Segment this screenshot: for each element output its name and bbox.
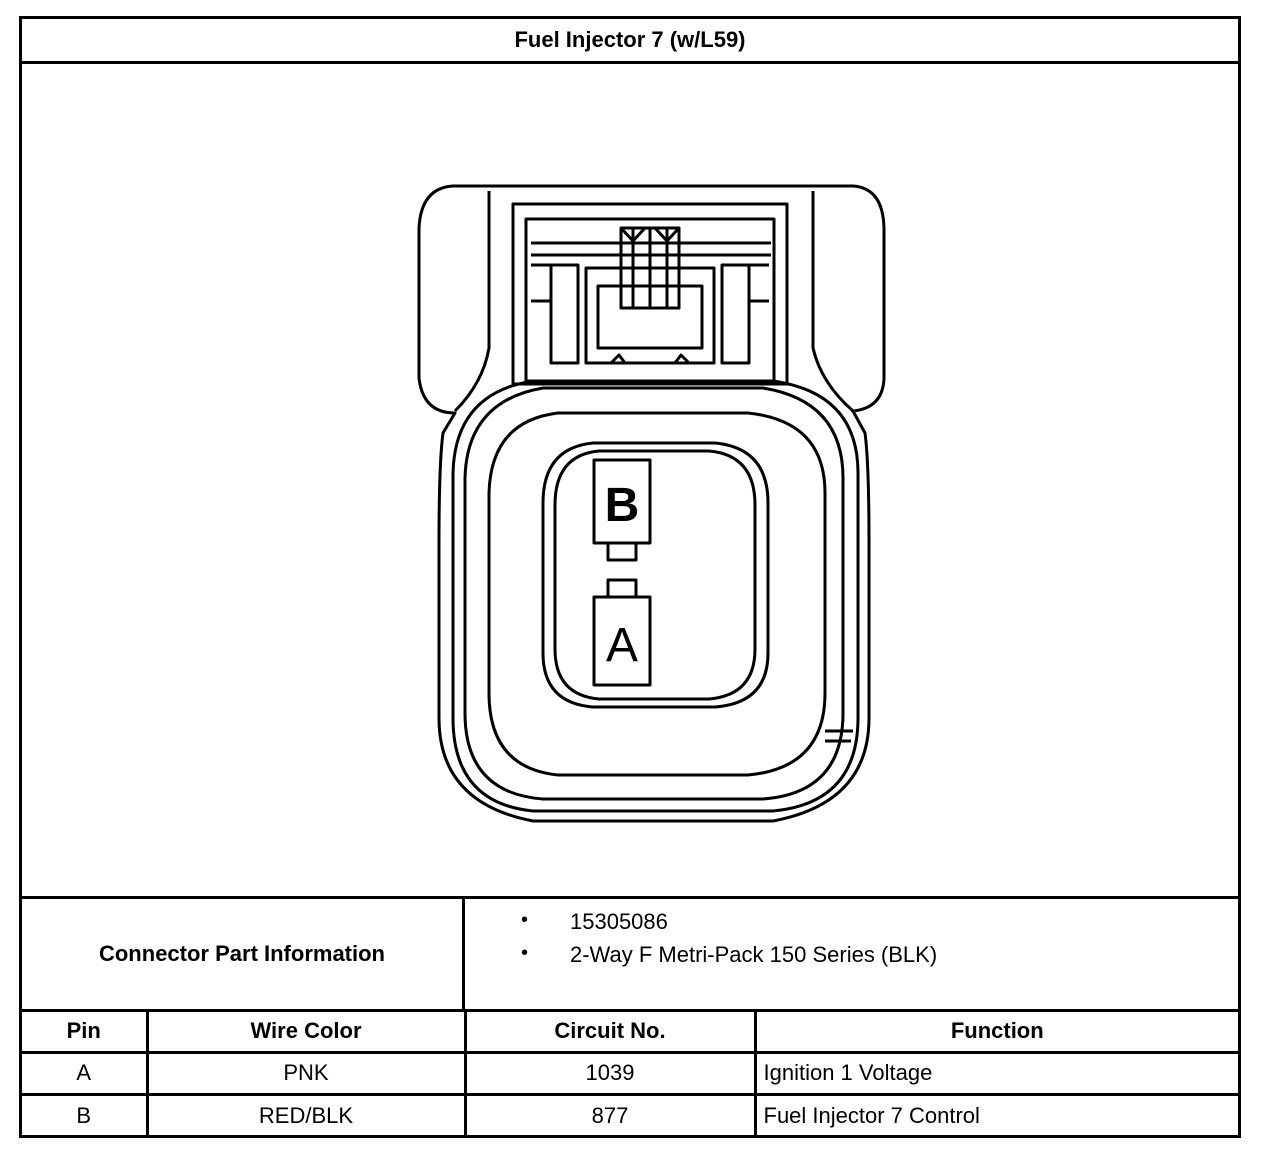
pin-a-tab [606, 578, 638, 599]
pin-a-terminal [592, 595, 652, 687]
lock-latch-chevrons [619, 226, 681, 243]
lock-left-step [531, 263, 580, 365]
connector-sheet: Fuel Injector 7 (w/L59) [19, 16, 1241, 1138]
lock-right-step [720, 263, 769, 365]
lock-base-notches [586, 353, 714, 365]
header-function: Function [753, 1012, 1238, 1055]
header-circuit: Circuit No. [463, 1012, 757, 1055]
bullet-icon: • [521, 942, 529, 964]
pin-b-label: B [605, 479, 640, 532]
lock-housing-inner [524, 217, 776, 383]
left-ear-wall [453, 191, 491, 413]
circuit-cell: 1039 [463, 1050, 757, 1097]
connector-outer-shell [417, 184, 886, 823]
function-cell: Fuel Injector 7 Control [753, 1093, 1238, 1135]
table-row: B RED/BLK 877 Fuel Injector 7 Control [22, 1093, 1238, 1135]
pin-cell: A [22, 1050, 149, 1097]
lock-latch [619, 226, 681, 310]
connector-ring-2 [463, 386, 845, 801]
connector-ring-1 [451, 379, 860, 813]
connector-diagram: B A [22, 64, 1238, 896]
bullet-icon: • [521, 909, 529, 931]
part-info-label: Connector Part Information [22, 899, 465, 1009]
page-title: Fuel Injector 7 (w/L59) [22, 19, 1238, 64]
pin-table: Pin Wire Color Circuit No. Function A PN… [22, 1012, 1238, 1135]
circuit-cell: 877 [463, 1093, 757, 1135]
pin-table-header: Pin Wire Color Circuit No. Function [22, 1012, 1238, 1055]
connector-part-info: Connector Part Information • 15305086 • … [22, 896, 1238, 1012]
wire-color-cell: RED/BLK [145, 1093, 467, 1135]
header-pin: Pin [22, 1012, 149, 1055]
part-info-list: • 15305086 • 2-Way F Metri-Pack 150 Seri… [465, 899, 1238, 1009]
part-number: 15305086 [570, 909, 668, 934]
table-row: A PNK 1039 Ignition 1 Voltage [22, 1050, 1238, 1097]
connector-cavity [541, 441, 770, 709]
right-ear-wall [811, 191, 854, 413]
function-cell: Ignition 1 Voltage [753, 1050, 1238, 1097]
pin-b-tab [606, 541, 638, 562]
wire-color-cell: PNK [145, 1050, 467, 1097]
pin-a-label: A [606, 619, 638, 672]
connector-ring-3 [487, 411, 827, 777]
connector-face-drawing: B A [417, 184, 886, 823]
connector-inner-cavity [553, 449, 757, 701]
part-description: 2-Way F Metri-Pack 150 Series (BLK) [570, 942, 938, 967]
pin-cell: B [22, 1093, 149, 1135]
header-wire-color: Wire Color [145, 1012, 467, 1055]
lock-housing-outer [511, 202, 789, 386]
